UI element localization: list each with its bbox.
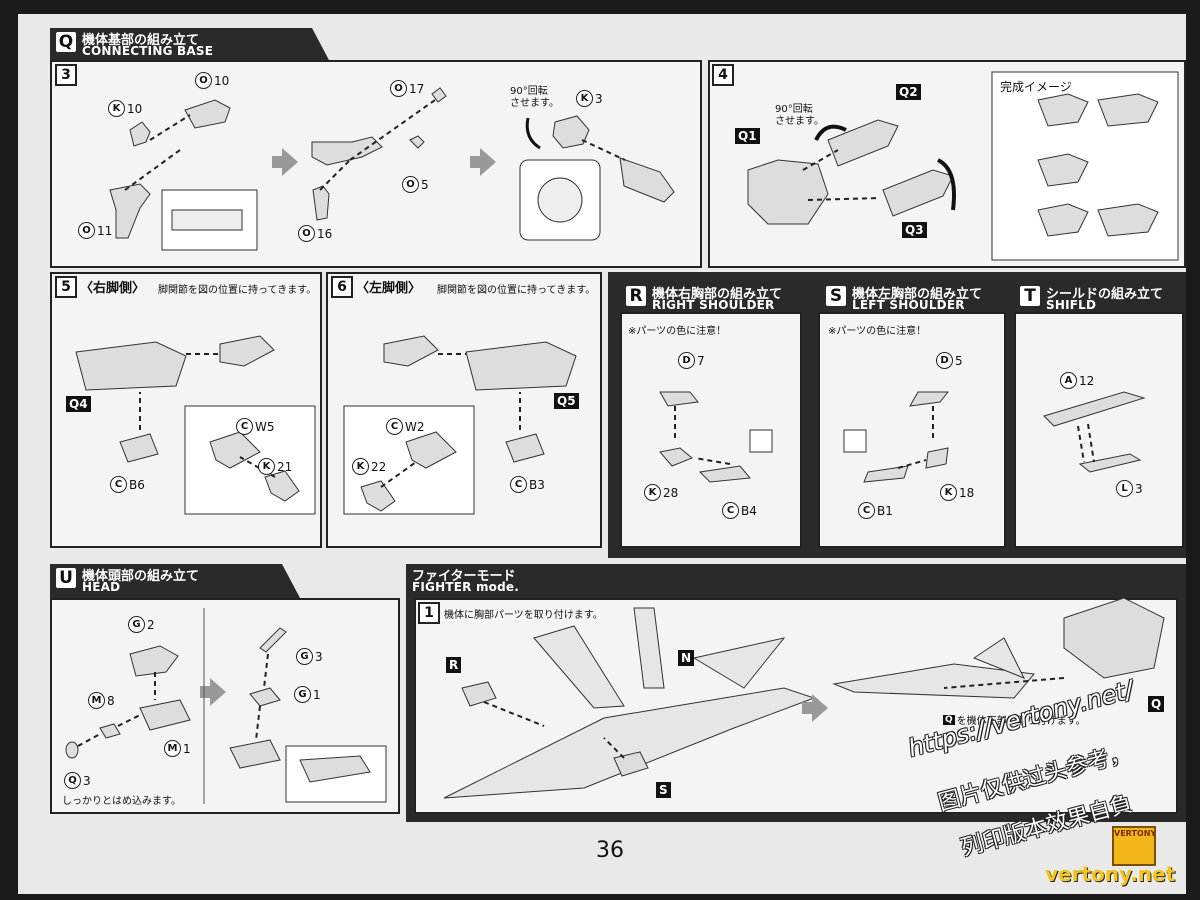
section-title-en: FIGHTER mode. <box>412 580 519 594</box>
badge-q2: Q2 <box>896 84 921 100</box>
step6-number: 6 <box>331 276 353 298</box>
q-attach-text: を機体下部に取り付けます。 <box>956 716 1086 727</box>
section-title-jp: ファイターモード <box>412 569 516 584</box>
section-r-diagram <box>659 391 773 483</box>
section-title-en: LEFT SHOULDER <box>852 298 965 312</box>
section-t-panel <box>1014 312 1184 548</box>
badge-q5: Q5 <box>554 393 579 409</box>
rotate-note-4: 90°回転 させます。 <box>775 104 824 127</box>
badge-s: S <box>656 782 671 798</box>
step5-note: 脚関節を図の位置に持ってきます。 <box>158 285 317 296</box>
step5-title: 〈右脚側〉 <box>80 281 146 296</box>
badge-r: R <box>446 657 462 673</box>
section-u-header: U 機体頭部の組み立て HEAD <box>50 564 270 598</box>
section-letter: R <box>626 286 646 306</box>
section-q-header: Q 機体基部の組み立て CONNECTING BASE <box>50 28 300 62</box>
caution-note: ※パーツの色に注意！ <box>628 326 727 337</box>
section-letter: S <box>826 286 846 306</box>
section-title-en: RIGHT SHOULDER <box>652 298 775 312</box>
section-r-panel <box>620 312 802 548</box>
step5-number: 5 <box>55 276 77 298</box>
section-title-jp: 機体左胸部の組み立て <box>852 287 983 302</box>
section-title-jp: シールドの組み立て <box>1046 287 1164 302</box>
section-s-diagram <box>843 391 950 483</box>
section-letter: U <box>56 568 76 588</box>
vertony-logo: VERTONY.NET <box>1112 826 1156 866</box>
q-attach-note: Q を機体下部に取り付けます。 <box>943 712 1086 727</box>
step6-title: 〈左脚側〉 <box>356 281 422 296</box>
step3-diagram <box>109 87 675 251</box>
step6-note: 脚関節を図の位置に持ってきます。 <box>437 285 596 296</box>
page-number: 36 <box>596 838 624 863</box>
section-t-header: T シールドの組み立て SHIFLD <box>1014 282 1184 316</box>
u-note: しっかりとはめ込みます。 <box>62 796 181 807</box>
step4-number: 4 <box>712 64 734 86</box>
section-t-diagram <box>1043 391 1146 473</box>
section-title-jp: 機体右胸部の組み立て <box>652 287 783 302</box>
header-slant <box>300 28 330 62</box>
badge-n: N <box>678 650 695 666</box>
header-slant <box>270 564 300 598</box>
step4-diagram <box>747 71 1179 261</box>
rotate-note: 90°回転 させます。 <box>510 86 559 109</box>
badge-q-inline: Q <box>943 714 955 725</box>
section-r-header: R 機体右胸部の組み立て RIGHT SHOULDER <box>620 282 800 316</box>
section-s-header: S 機体左胸部の組み立て LEFT SHOULDER <box>820 282 1000 316</box>
fighter-step1-note: 機体に胸部パーツを取り付けます。 <box>444 610 603 621</box>
section-title-en: CONNECTING BASE <box>82 44 214 58</box>
watermark-site: vertony.net <box>1045 862 1176 886</box>
section-letter: Q <box>56 32 76 52</box>
section-title-jp: 機体基部の組み立て <box>82 33 200 48</box>
section-title-en: SHIFLD <box>1046 298 1097 312</box>
section-u-diagram <box>65 608 387 804</box>
section-title-jp: 機体頭部の組み立て <box>82 569 200 584</box>
fighter-header: ファイターモード FIGHTER mode. <box>406 564 546 598</box>
badge-q4: Q4 <box>66 396 91 412</box>
fighter-step1-number: 1 <box>418 602 440 624</box>
badge-q1: Q1 <box>735 128 760 144</box>
badge-q: Q <box>1148 696 1165 712</box>
step6-diagram <box>343 335 577 515</box>
step3-number: 3 <box>55 64 77 86</box>
caution-note: ※パーツの色に注意！ <box>828 326 927 337</box>
section-title-en: HEAD <box>82 580 121 594</box>
section-letter: T <box>1020 286 1040 306</box>
step5-diagram <box>75 335 316 515</box>
fighter-diagram <box>443 597 1165 799</box>
complete-image-label: 完成イメージ <box>1000 80 1072 94</box>
badge-q3: Q3 <box>902 222 927 238</box>
